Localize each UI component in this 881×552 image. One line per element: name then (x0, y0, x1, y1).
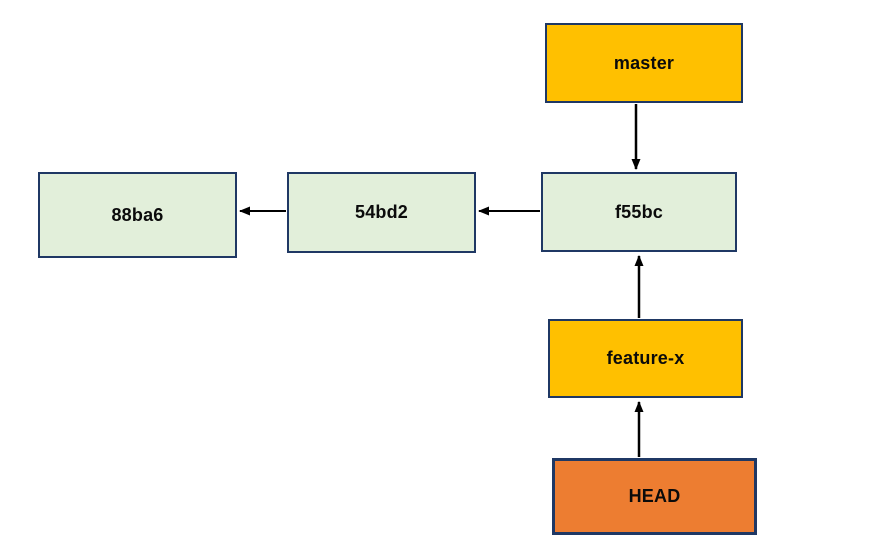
node-commit-88ba6: 88ba6 (38, 172, 237, 258)
node-commit-f55bc: f55bc (541, 172, 737, 252)
node-master-branch: master (545, 23, 743, 103)
node-head-pointer: HEAD (552, 458, 757, 535)
node-commit-54bd2: 54bd2 (287, 172, 476, 253)
node-feature-x-branch: feature-x (548, 319, 743, 398)
